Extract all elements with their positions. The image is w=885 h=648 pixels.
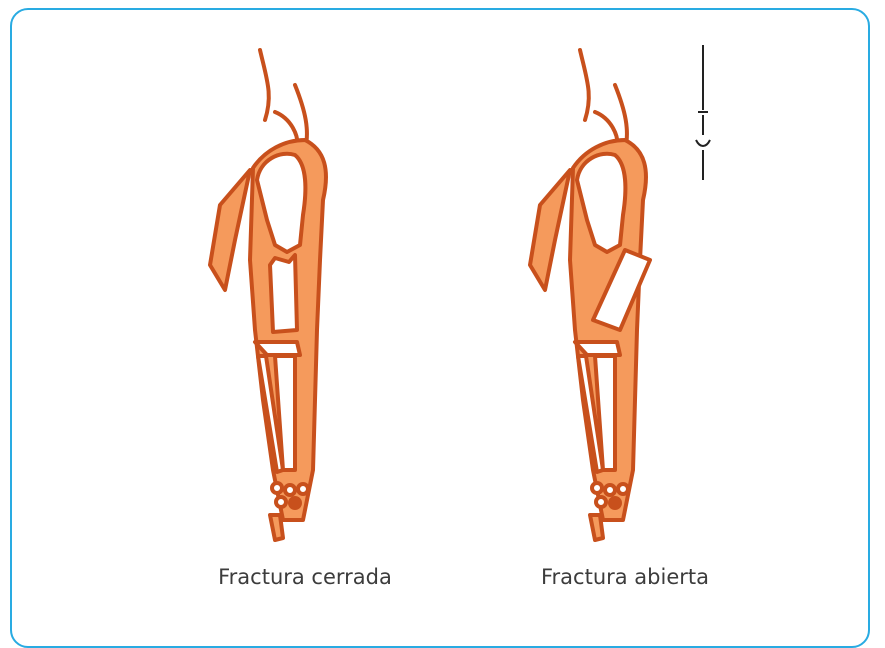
open-fracture-figure: Fractura abierta (475, 0, 775, 617)
artist-signature (688, 40, 718, 190)
caption-open-fracture: Fractura abierta (475, 565, 775, 589)
closed-fracture-figure: Fractura cerrada (155, 0, 455, 617)
closed-fracture-arm-illustration (155, 0, 455, 617)
open-fracture-arm-illustration (475, 0, 775, 617)
caption-closed-fracture: Fractura cerrada (155, 565, 455, 589)
